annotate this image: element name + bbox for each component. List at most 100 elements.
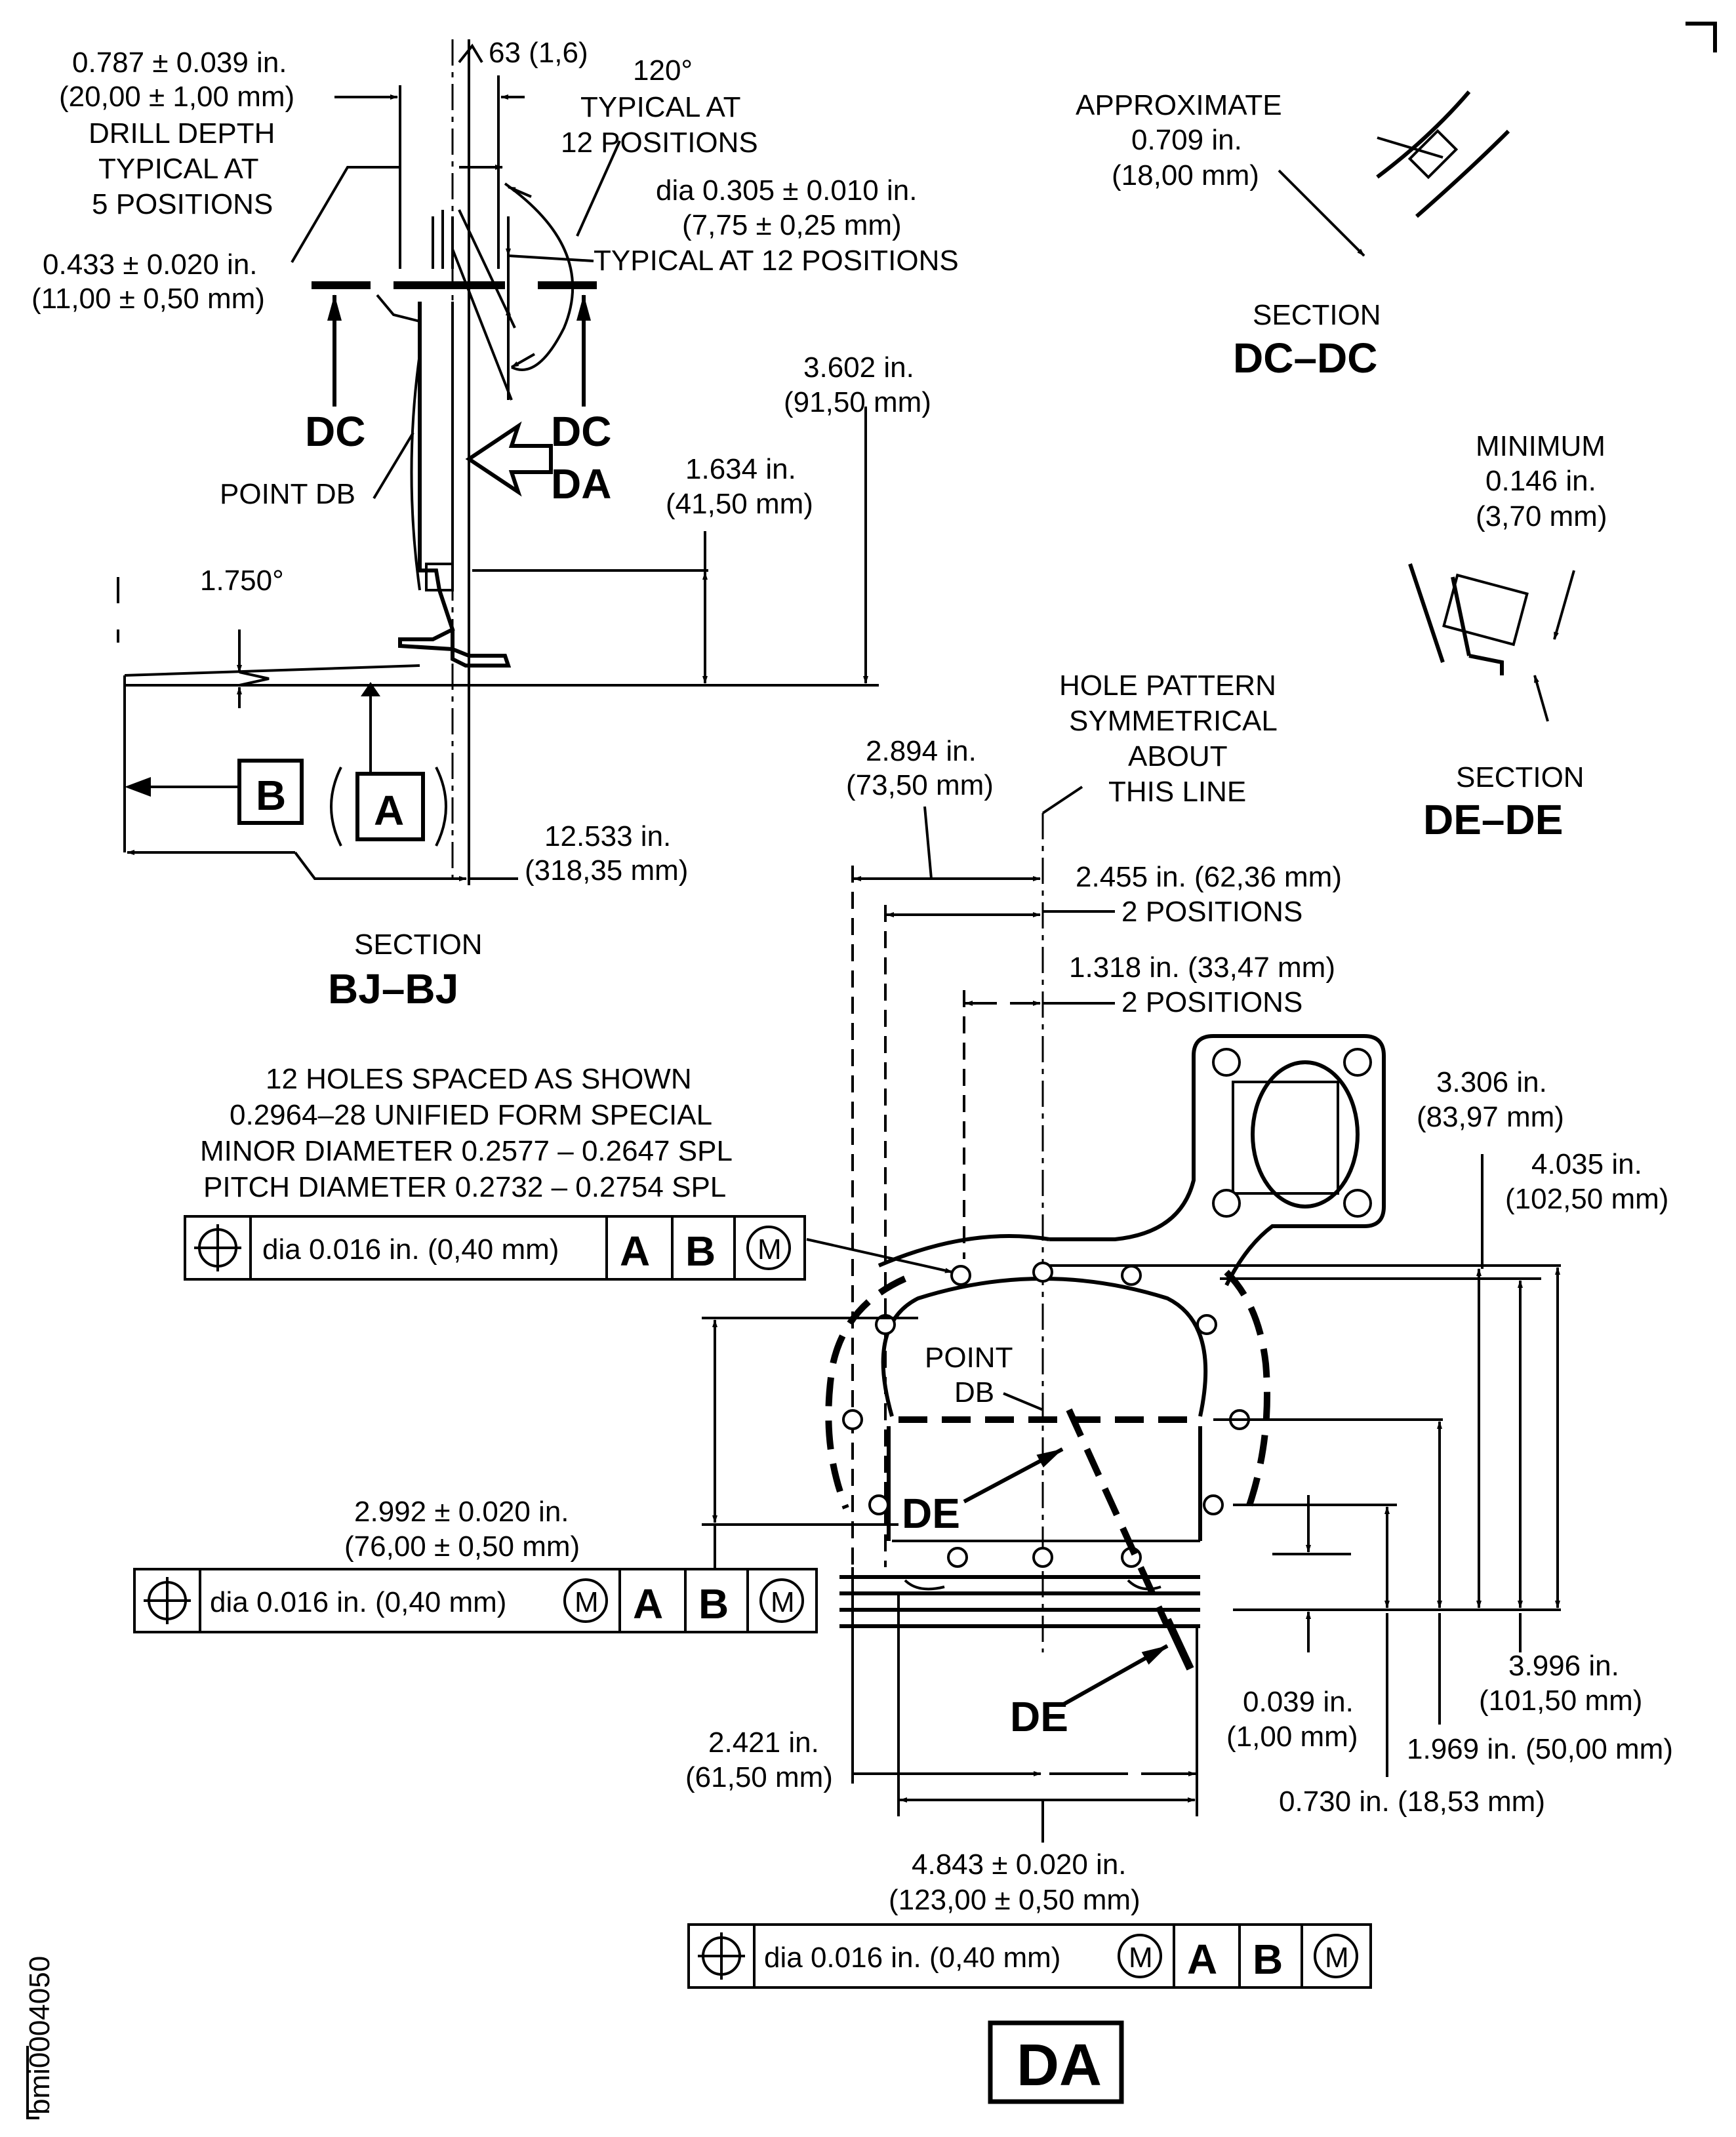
figure-id-bracket — [26, 2046, 39, 2119]
h1-in: 3.602 in. — [803, 351, 914, 384]
d2455-line — [944, 910, 1115, 916]
flange-bore — [1251, 1060, 1360, 1208]
view-da-box — [988, 2020, 1124, 2104]
de-title-small: SECTION — [1456, 761, 1585, 793]
width-break — [294, 851, 354, 880]
flange-outline — [1213, 1034, 1386, 1287]
angle-label-2: 12 POSITIONS — [561, 127, 758, 159]
width-in: 12.533 in. — [544, 820, 671, 852]
d2992-mm: (76,00 ± 0,50 mm) — [344, 1530, 580, 1563]
fcf-1-mod: M — [757, 1233, 782, 1266]
fcf-3-datum2: B — [1253, 1936, 1283, 1983]
flange-hole-2 — [1343, 1048, 1372, 1077]
d1969: 1.969 in. (50,00 mm) — [1407, 1733, 1673, 1765]
fcf-3: dia 0.016 in. (0,40 mm) M A B M — [687, 1923, 1372, 1989]
thread-hole-8 — [868, 1494, 889, 1515]
fcf-3-dividers — [753, 1925, 1303, 1987]
view-da: HOLE PATTERN SYMMETRICAL ABOUT THIS LINE… — [200, 669, 1673, 2104]
point-db-2: DB — [954, 1376, 994, 1408]
fcf-1-dividers — [249, 1216, 736, 1279]
mmc-circle — [1118, 1934, 1162, 1978]
d3306-in: 3.306 in. — [1436, 1066, 1547, 1098]
hole-dia-in: dia 0.305 ± 0.010 in. — [656, 174, 917, 207]
drill-depth-label-1: DRILL DEPTH — [89, 117, 275, 150]
dc-leader — [1278, 169, 1313, 205]
de-section-end — [1163, 1618, 1194, 1671]
dc-hole — [1407, 129, 1459, 180]
de-arrow-2 — [1061, 1644, 1169, 1707]
d2992-ext — [702, 1317, 918, 1526]
fcf-3-tol: dia 0.016 in. (0,40 mm) — [764, 1942, 1060, 1974]
h2-in: 1.634 in. — [685, 453, 796, 485]
d1318: 1.318 in. (33,47 mm) — [1069, 951, 1335, 984]
d2455: 2.455 in. (62,36 mm) — [1076, 861, 1342, 893]
de-value-mm: (3,70 mm) — [1476, 500, 1607, 532]
point-db-leader — [1003, 1392, 1043, 1411]
fcf-3-mod1: M — [1129, 1942, 1153, 1974]
dc-label-right: DC — [551, 408, 611, 455]
position-cross — [698, 1932, 745, 1980]
de-arrow-top — [1553, 570, 1575, 640]
drill-depth-mm: (20,00 ± 1,00 mm) — [59, 81, 294, 113]
mmc-circle — [746, 1226, 791, 1270]
datum-a-paren-l — [330, 767, 342, 847]
dc-value-in: 0.709 in. — [1131, 124, 1242, 156]
thread-hole-11 — [1032, 1547, 1053, 1568]
datum-b-label: B — [256, 772, 286, 819]
dc-label-1: APPROXIMATE — [1076, 89, 1282, 121]
corner-mark — [1686, 22, 1717, 52]
d3996-in: 3.996 in. — [1508, 1650, 1619, 1682]
d1318-pos: 2 POSITIONS — [1121, 986, 1302, 1018]
section-dc-dc: APPROXIMATE 0.709 in. (18,00 mm) SECTION… — [1076, 89, 1510, 382]
angle-value: 120° — [633, 54, 693, 87]
fcf-3-mod2: M — [1325, 1942, 1349, 1974]
thick-leader — [291, 166, 400, 264]
d4843-line — [984, 1799, 1115, 1843]
fcf-2-dividers — [199, 1569, 749, 1632]
d2894-line — [918, 806, 984, 880]
datum-b-triangle — [125, 777, 151, 797]
angle-label-1: TYPICAL AT — [580, 91, 741, 123]
fcf-2-datum2: B — [698, 1580, 729, 1628]
holes-note-4: PITCH DIAMETER 0.2732 – 0.2754 SPL — [203, 1171, 726, 1203]
fcf-3-frame — [687, 1923, 1372, 1989]
drill-depth-label-3: 5 POSITIONS — [92, 188, 273, 220]
position-cross — [144, 1577, 191, 1624]
de-section-line — [1066, 1408, 1171, 1628]
fcf-1-datum1: A — [620, 1228, 650, 1275]
thread-hole-4 — [875, 1314, 896, 1335]
figure-id: bmi0004050 — [24, 1956, 56, 2115]
width-mm: (318,35 mm) — [525, 854, 688, 887]
d0039-mm: (1,00 mm) — [1226, 1721, 1358, 1753]
mmc-circle — [759, 1578, 804, 1623]
fcf-1-frame — [184, 1215, 806, 1281]
thread-hole-3 — [1121, 1265, 1142, 1286]
de-arrow-1 — [963, 1447, 1064, 1504]
flange-hole-4 — [1343, 1189, 1372, 1218]
flange-hole-3 — [1212, 1189, 1241, 1218]
surface-finish-icon — [458, 43, 483, 64]
thread-hole-9 — [1203, 1494, 1224, 1515]
mmc-circle — [1314, 1934, 1358, 1978]
point-db-leader — [373, 431, 414, 500]
holes-note-3: MINOR DIAMETER 0.2577 – 0.2647 SPL — [200, 1135, 733, 1167]
dc-title-small: SECTION — [1253, 299, 1381, 331]
bj-hole-lines — [432, 210, 454, 269]
de-edges — [1408, 563, 1471, 663]
da-view-label: DA — [551, 460, 611, 508]
drill-depth-label-2: TYPICAL AT — [98, 153, 259, 185]
drill-depth-in: 0.787 ± 0.039 in. — [72, 47, 287, 79]
angle-arrow-top — [508, 186, 532, 198]
datum-a-triangle — [361, 682, 380, 696]
h1-mm: (91,50 mm) — [784, 386, 931, 418]
angle-leader — [576, 140, 621, 237]
angle-arrow-bot — [511, 353, 535, 369]
dc-title-big: DC–DC — [1233, 334, 1377, 382]
fcf-2-datum1: A — [633, 1580, 663, 1628]
fcf-2-frame — [133, 1568, 818, 1633]
body-dashed-right — [1224, 1269, 1270, 1516]
de-stud — [1442, 573, 1529, 647]
d2894-in: 2.894 in. — [866, 735, 977, 767]
d0039-in: 0.039 in. — [1243, 1686, 1354, 1718]
